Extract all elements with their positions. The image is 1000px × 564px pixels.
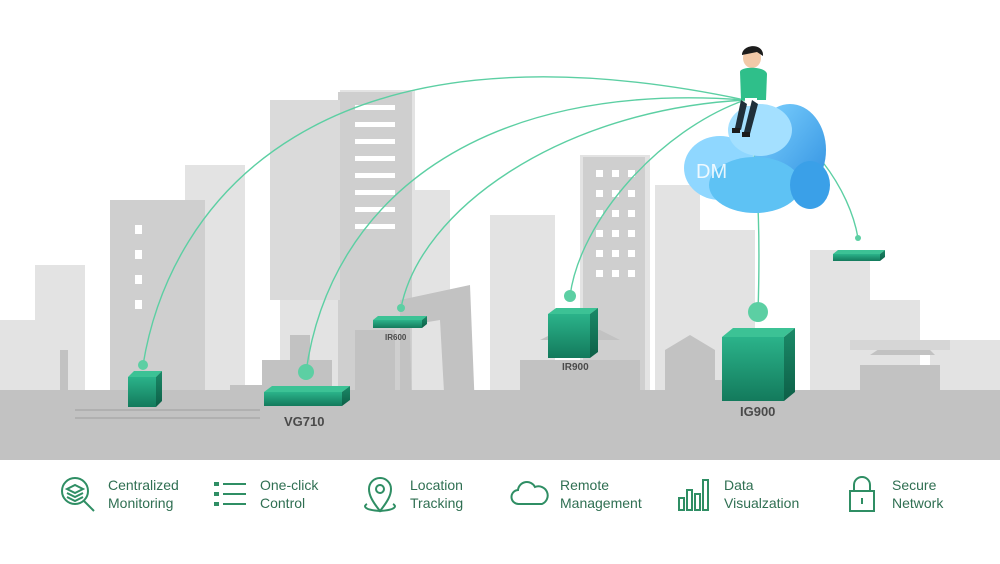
feature-data-visualization: Data Visualzation (672, 466, 799, 522)
device-label-ig900: IG900 (740, 404, 775, 419)
dm-cloud: DM (684, 104, 830, 213)
feature-centralized-monitoring: Centralized Monitoring (56, 466, 179, 522)
connection-line-ir900 (569, 99, 746, 297)
dm-cloud-label: DM (696, 161, 727, 183)
connection-line-cube-left (142, 76, 746, 366)
feature-one-click-control: One-click Control (208, 466, 318, 522)
building-windows (135, 105, 635, 309)
device-flat-right (833, 250, 885, 261)
device-label-ir900: IR900 (562, 362, 589, 373)
feature-remote-management: Remote Management (508, 466, 642, 522)
layers-magnifier-icon (56, 472, 100, 516)
list-icon (208, 472, 252, 516)
feature-label: One-click Control (260, 477, 319, 511)
feature-label: Data Visualzation (724, 477, 800, 511)
device-label-ir600: IR600 (385, 333, 407, 342)
bar-chart-icon (672, 472, 716, 516)
feature-row: Centralized Monitoring One-click Control… (0, 466, 1000, 526)
connection-dot (397, 304, 405, 312)
feature-label: Remote Management (560, 477, 642, 511)
connection-line-ir600 (400, 99, 746, 309)
connection-dots (138, 235, 861, 380)
bridge (75, 409, 260, 419)
feature-label: Location Tracking (410, 477, 464, 511)
connection-dot (855, 235, 861, 241)
feature-secure-network: Secure Network (840, 466, 943, 522)
device-vg710: VG710 (264, 386, 350, 429)
feature-label: Secure Network (892, 477, 944, 511)
device-label-vg710: VG710 (284, 414, 324, 429)
cloud-icon (508, 472, 552, 516)
location-pin-icon (358, 472, 402, 516)
connection-dot (298, 364, 314, 380)
device-cube-left (128, 371, 162, 407)
feature-label: Centralized Monitoring (108, 477, 179, 511)
connection-dot (138, 360, 148, 370)
connection-dot (748, 302, 768, 322)
feature-location-tracking: Location Tracking (358, 466, 463, 522)
device-ir900: IR900 (548, 308, 598, 373)
device-ir600: IR600 (373, 316, 427, 342)
connection-dot (564, 290, 576, 302)
connection-line-vg710 (305, 97, 746, 373)
person-on-cloud (732, 46, 767, 137)
lock-icon (840, 472, 884, 516)
device-ig900: IG900 (722, 328, 795, 419)
